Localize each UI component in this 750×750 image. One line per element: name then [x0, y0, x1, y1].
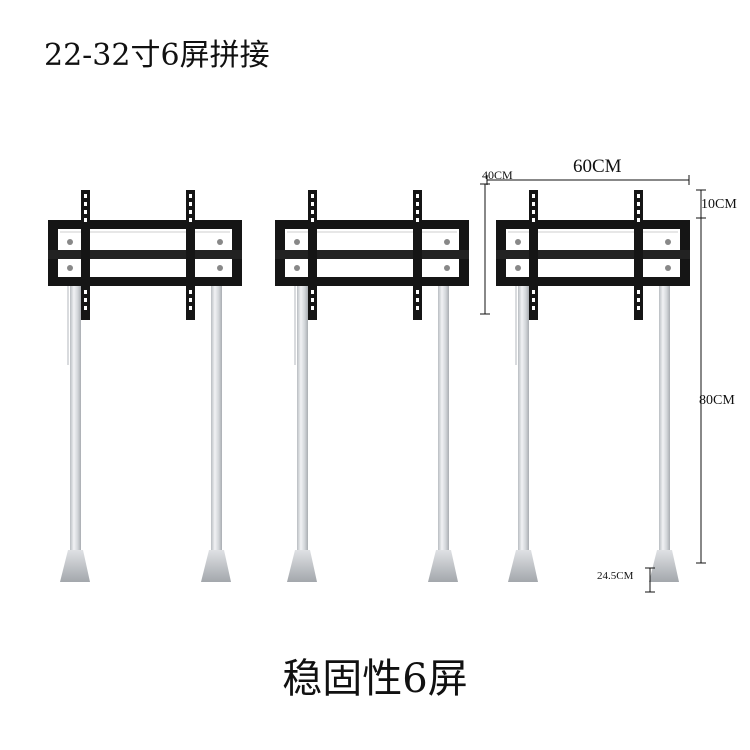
top-offset-dimension-label: 10CM	[701, 197, 737, 212]
pole-height-dimension-label: 80CM	[699, 393, 735, 408]
tv-stand-3	[496, 190, 690, 582]
tv-stand-1	[48, 190, 242, 582]
footer-caption: 稳固性6屏	[282, 656, 468, 702]
bracket-height-dimension-label: 40CM	[482, 168, 513, 182]
base-dimension-label: 24.5CM	[597, 570, 634, 582]
dimension-lines	[480, 175, 706, 593]
tv-stand-2	[275, 190, 469, 582]
page-title: 22-32寸6屏拼接	[44, 38, 270, 73]
width-dimension-label: 60CM	[573, 156, 622, 177]
